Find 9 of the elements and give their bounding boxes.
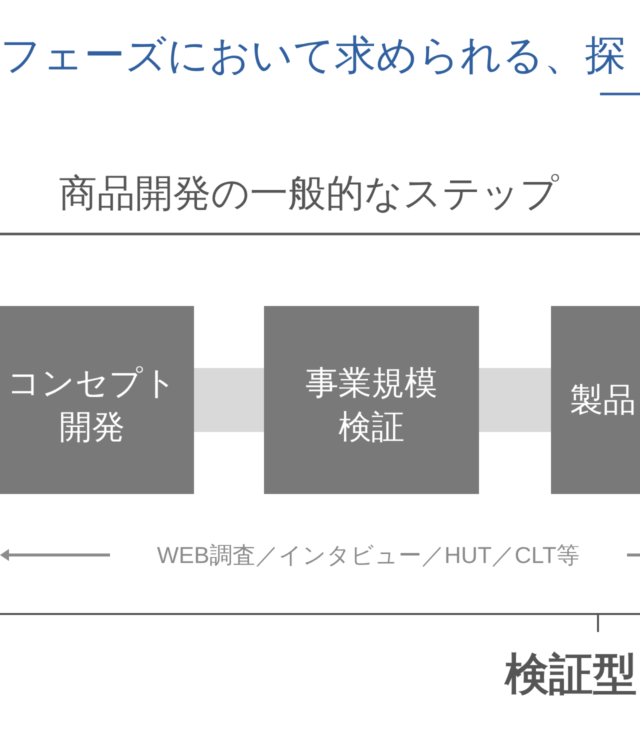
process-box: 事業規模検証 (264, 306, 479, 494)
subheading: 商品開発の一般的なステップ (59, 172, 559, 217)
range-label: WEB調査／インタビュー／HUT／CLT等 (157, 541, 580, 569)
process-box: 製品 (551, 306, 640, 494)
phase-label: 検証型 (505, 649, 637, 701)
heading: フェーズにおいて求められる、探 (0, 31, 626, 79)
process-box: コンセプト開発 (0, 306, 194, 494)
connector-band (194, 368, 264, 432)
connector-band (479, 368, 551, 432)
